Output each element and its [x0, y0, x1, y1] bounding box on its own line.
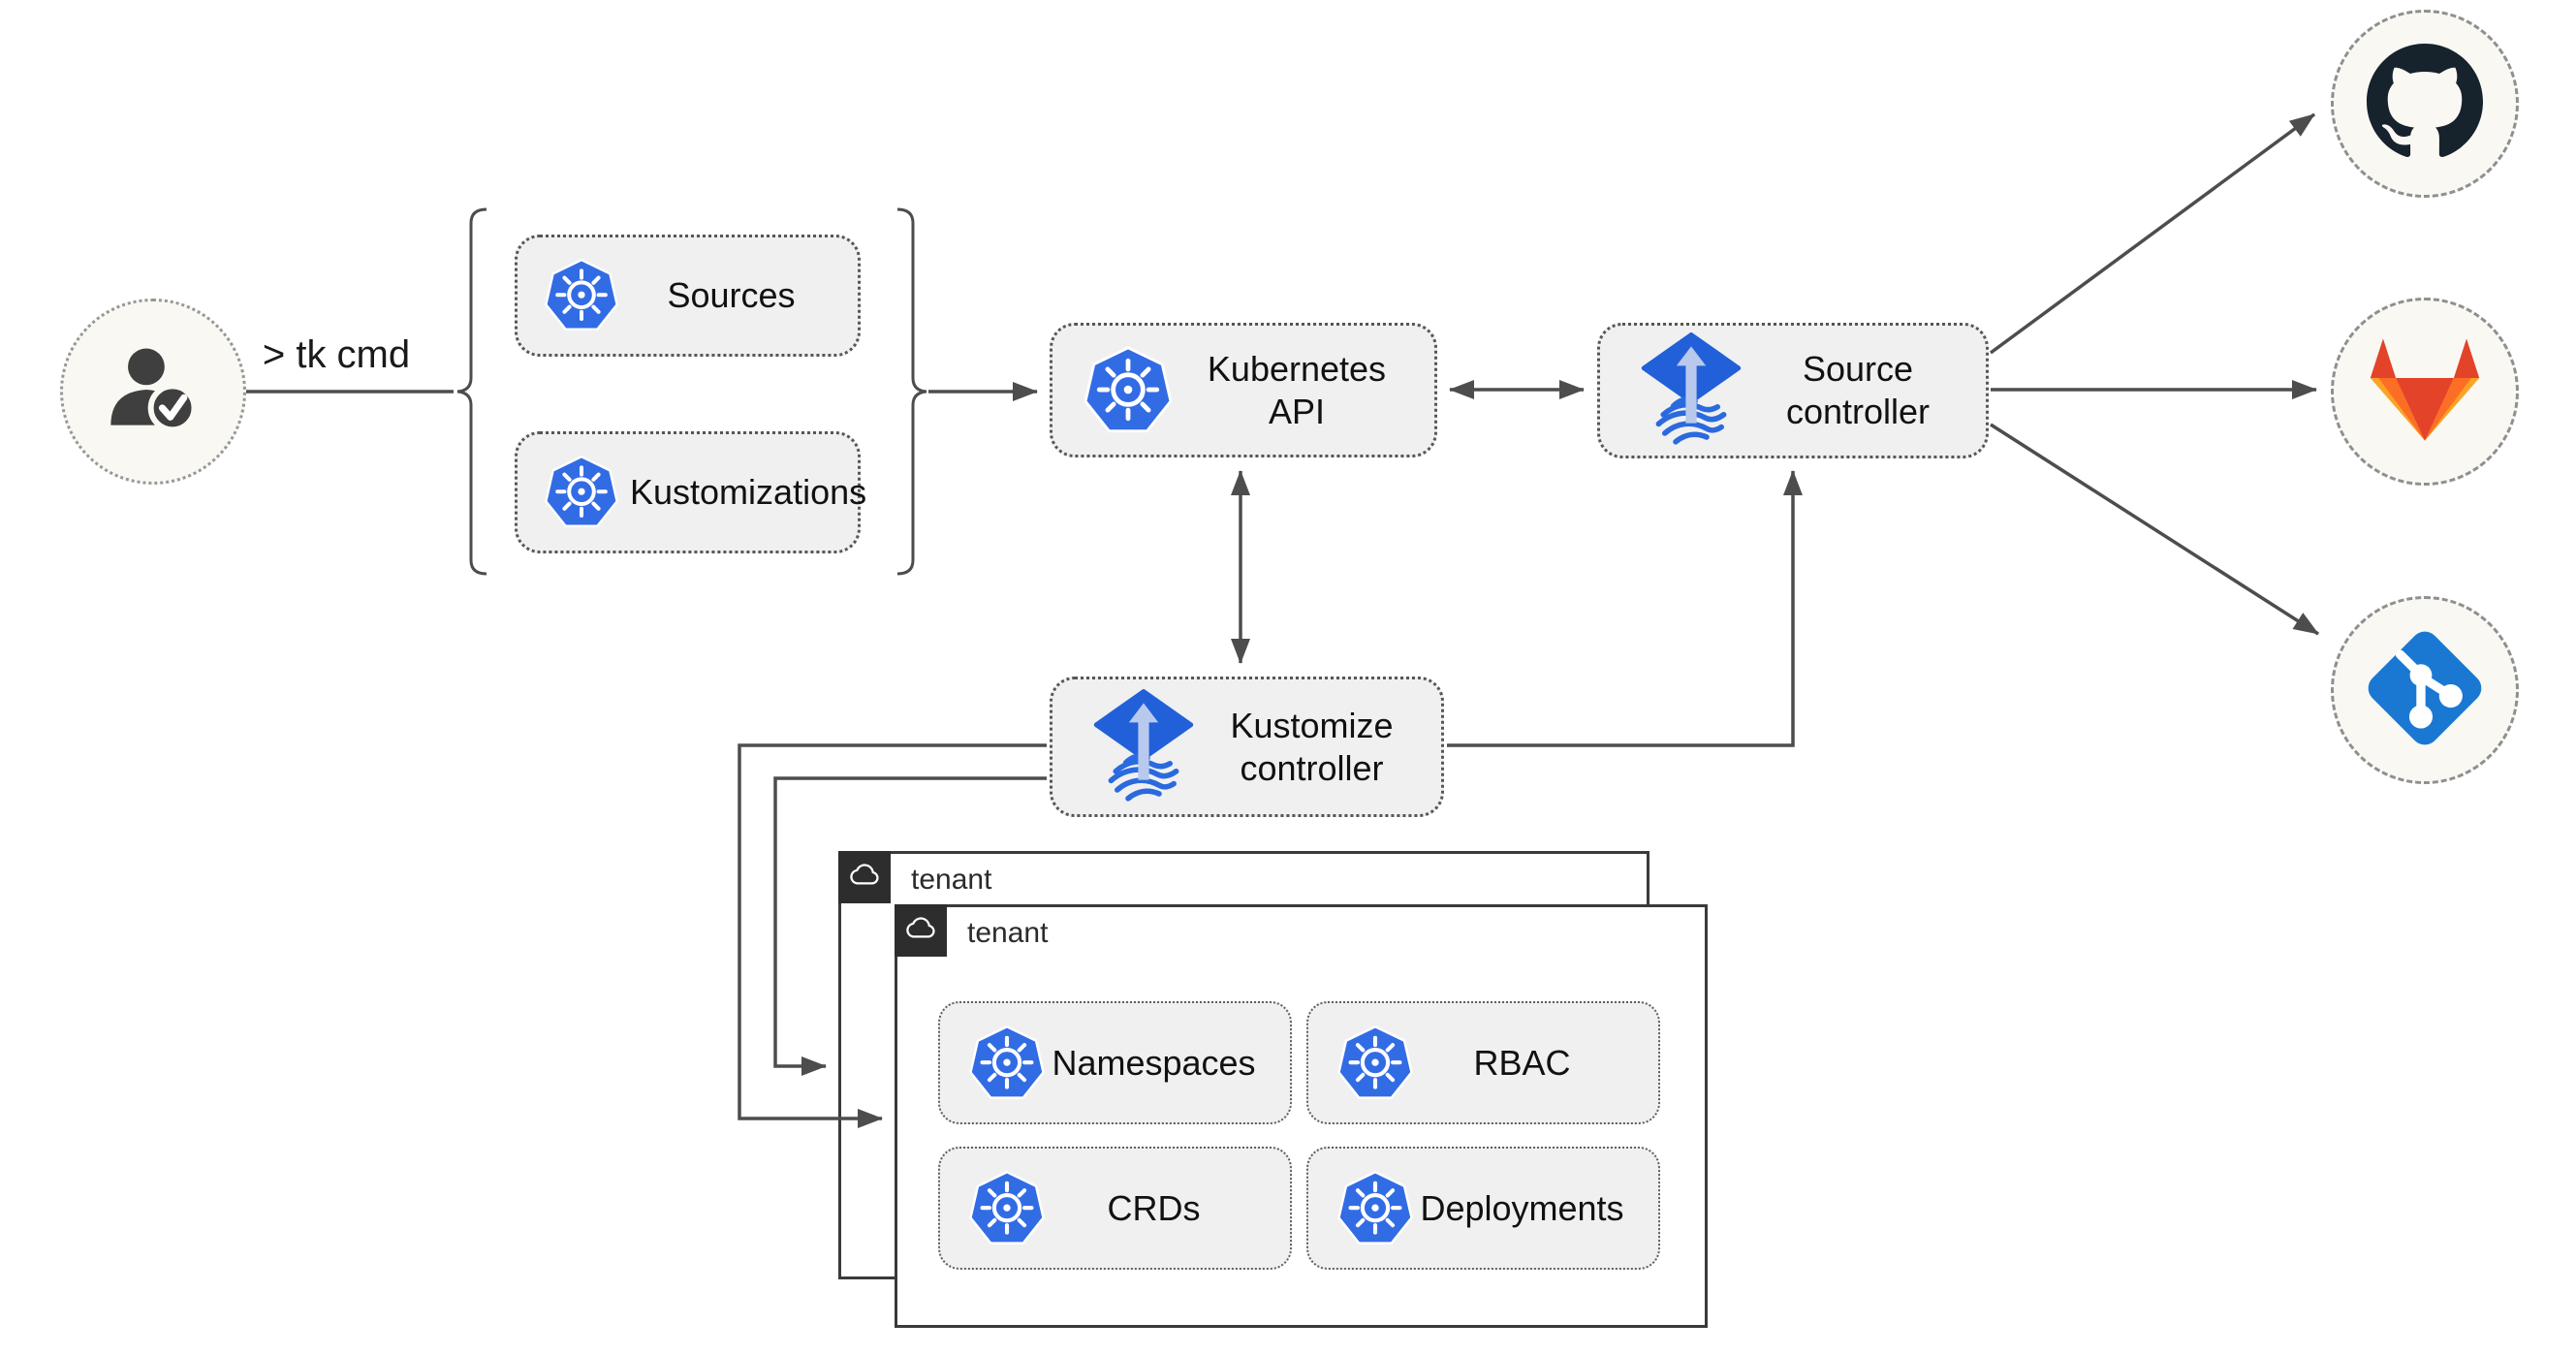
git-icon [2360, 623, 2490, 758]
tenant-titlebar [838, 851, 891, 903]
tenant-titlebar [895, 904, 947, 957]
kubernetes-icon [967, 1024, 1047, 1103]
edge-source-to-github [1989, 112, 2316, 355]
tenant-label: tenant [911, 864, 992, 896]
rbac-label: RBAC [1473, 1042, 1571, 1083]
cloud-icon [846, 857, 883, 898]
gitlab-node [2331, 298, 2519, 486]
crds-node: CRDs [938, 1147, 1292, 1270]
kustomizations-node: Kustomizations [515, 431, 866, 553]
user-check-icon [96, 332, 210, 452]
kubernetes-icon [543, 257, 620, 334]
sources-node: Sources [515, 235, 861, 357]
kubernetes-icon [543, 454, 620, 531]
source-controller-node: Source controller [1597, 323, 1989, 458]
github-icon [2367, 44, 2483, 165]
source-controller-label: Source controller [1785, 349, 1931, 431]
kubernetes-icon [1335, 1024, 1415, 1103]
user-node [60, 299, 246, 485]
kubernetes-api-node: Kubernetes API [1050, 323, 1437, 457]
tenant-container-front: tenant Namespaces RBAC CRDs Deployments [895, 904, 1708, 1328]
deployments-node: Deployments [1306, 1147, 1660, 1270]
gitlab-icon [2367, 336, 2483, 448]
edge-source-to-git [1990, 423, 2319, 636]
kustomize-controller-label: Kustomize controller [1230, 705, 1394, 788]
sources-label: Sources [667, 275, 796, 316]
edge-kustomize-to-source [1447, 470, 1803, 747]
kubernetes-icon [1335, 1169, 1415, 1248]
namespaces-node: Namespaces [938, 1001, 1292, 1124]
deployments-label: Deployments [1420, 1187, 1624, 1228]
flux-icon [1637, 332, 1745, 449]
left-brace [456, 207, 487, 576]
kubernetes-icon [1082, 344, 1175, 437]
tenant-label: tenant [967, 917, 1049, 949]
flux-icon [1089, 689, 1198, 805]
right-brace [896, 207, 927, 576]
namespaces-label: Namespaces [1052, 1042, 1256, 1083]
crds-label: CRDs [1107, 1187, 1201, 1228]
kubernetes-icon [967, 1169, 1047, 1248]
kubernetes-api-label: Kubernetes API [1207, 348, 1387, 431]
kustomize-controller-node: Kustomize controller [1050, 677, 1444, 817]
git-node [2331, 596, 2519, 784]
cloud-icon [902, 910, 939, 952]
rbac-node: RBAC [1306, 1001, 1660, 1124]
kustomizations-label: Kustomizations [630, 472, 867, 513]
github-node [2331, 10, 2519, 198]
cli-command-label: > tk cmd [262, 333, 411, 376]
